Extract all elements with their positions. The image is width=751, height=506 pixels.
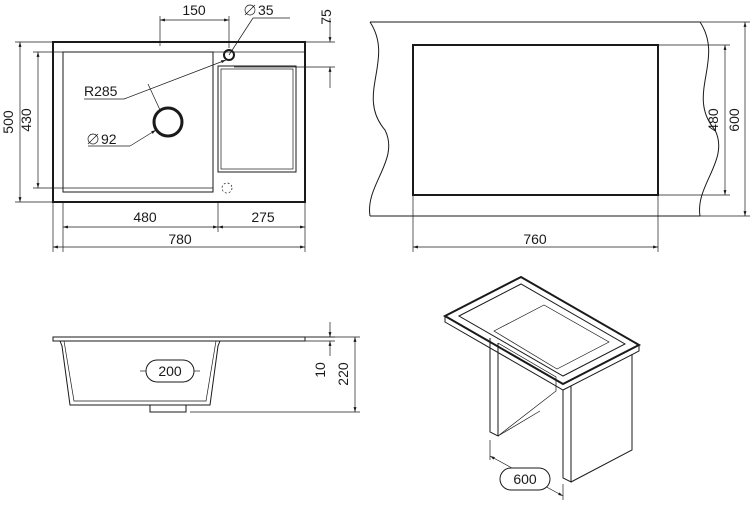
dim-cutout-480: 480: [705, 108, 721, 132]
iso-view: 600: [442, 275, 642, 500]
dim-275: 275: [251, 209, 275, 225]
dim-75: 75: [318, 9, 334, 25]
dim-cabinet-600: 600: [726, 108, 742, 132]
dim-780: 780: [168, 231, 192, 247]
drain-hole: [152, 106, 184, 138]
cutout-rect: [412, 44, 659, 196]
dim-iso-600: 600: [513, 471, 537, 487]
dim-r285: R285: [84, 83, 118, 99]
dim-480: 480: [133, 209, 157, 225]
cutout-opening: [457, 283, 627, 377]
tap-hole: [223, 49, 235, 61]
dim-220: 220: [335, 362, 351, 386]
dim-10: 10: [312, 362, 328, 378]
dim-500: 500: [0, 110, 16, 134]
sink-outline: [52, 41, 306, 203]
dim-760: 760: [523, 231, 547, 247]
cabinet-panel-left: [489, 338, 499, 437]
bowl-outline: [62, 51, 214, 193]
bowl-profile: [59, 340, 221, 406]
rim-profile: [52, 336, 306, 342]
side-view: 200 10 220: [52, 322, 360, 413]
countertop-slab: [442, 275, 642, 386]
diameter-icon: [244, 4, 256, 16]
dim-92: 92: [101, 131, 117, 147]
dim-200: 200: [158, 363, 182, 379]
break-line-right: [699, 21, 720, 217]
break-line-left: [369, 21, 390, 217]
overflow-hole: [221, 182, 233, 194]
cabinet-panel-right: [562, 386, 572, 483]
diameter-icon: [87, 133, 99, 145]
dim-150: 150: [182, 2, 206, 18]
top-view: 150 35 75 500 430 R285 92: [0, 2, 335, 252]
cutout-view: 480 600 760: [369, 21, 750, 252]
dim-35: 35: [258, 2, 274, 18]
dim-430: 430: [18, 108, 34, 132]
dim-600-badge: [499, 467, 551, 491]
drainer-board: [217, 65, 297, 173]
drain-outlet: [149, 404, 187, 413]
